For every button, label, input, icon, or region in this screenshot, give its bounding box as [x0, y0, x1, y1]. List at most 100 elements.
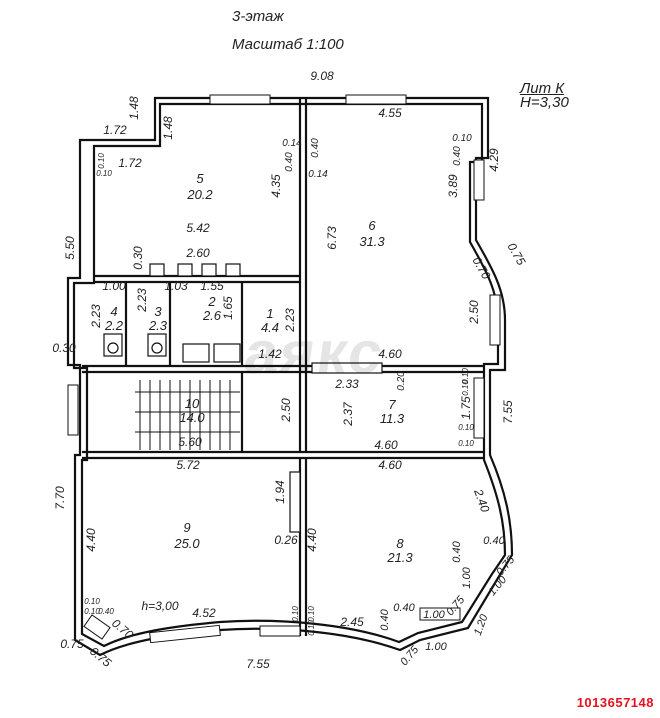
dim: 3.89: [446, 174, 460, 198]
lit-name: Лит К: [520, 80, 565, 97]
dim: 0.70: [470, 254, 494, 282]
dim: 0.75: [60, 637, 84, 651]
dim: 4.60: [374, 438, 398, 452]
dim: 4.35: [269, 174, 283, 198]
stairs: [135, 380, 240, 450]
lit-label: Лит К Н=3,30: [520, 80, 569, 110]
room-10-area: 14.0: [179, 410, 205, 425]
dim: 1.00: [423, 609, 445, 621]
dim: 0.20: [396, 371, 407, 391]
dim: 2.60: [185, 246, 210, 260]
dim: 0.10: [96, 169, 112, 178]
dim: 5.60: [178, 435, 202, 449]
room-8-number: 8: [396, 536, 404, 551]
dim: 1.00: [461, 566, 473, 588]
room-6-area: 31.3: [359, 234, 385, 249]
dim: 0.40: [98, 607, 114, 616]
dim: 0.40: [310, 138, 321, 158]
room-5-area: 20.2: [186, 187, 213, 202]
dim: 4.40: [84, 528, 98, 552]
dim: 0.26: [274, 533, 298, 547]
dim: 7.70: [53, 486, 67, 510]
dim: 4.40: [305, 528, 319, 552]
room-8-area: 21.3: [386, 550, 413, 565]
dim: 0.30: [52, 341, 76, 355]
dim: 5.50: [63, 236, 77, 260]
room-4-area: 2.2: [104, 318, 124, 333]
dim: 5.72: [176, 458, 200, 472]
room-7-number: 7: [388, 397, 396, 412]
room-4-number: 4: [110, 304, 117, 319]
dim: 5.42: [186, 221, 210, 235]
dim: 2.50: [467, 300, 481, 325]
fixtures: [103, 333, 241, 363]
dim: 2.37: [341, 401, 355, 427]
room-1-area: 4.4: [261, 320, 279, 335]
dim: 4.55: [378, 106, 402, 120]
dim: 1.94: [273, 480, 287, 504]
room-7-area: 11.3: [380, 411, 405, 426]
dim: 1.72: [103, 123, 127, 137]
dim: 2.40: [471, 486, 493, 514]
room-2-number: 2: [207, 294, 216, 309]
dim: 0.10: [307, 620, 316, 636]
dim: 0.10: [458, 423, 474, 432]
room-3-number: 3: [154, 304, 162, 319]
dim: 0.40: [451, 540, 463, 562]
dim: 9.08: [310, 69, 334, 83]
room-2-area: 2.6: [202, 308, 222, 323]
dim: 0.10: [458, 439, 474, 448]
dim: 0.40: [483, 535, 505, 547]
dim: 0.75: [87, 644, 114, 670]
dim: 0.40: [393, 602, 415, 614]
room-labels: 5 20.2 6 31.3 1 4.4 2 2.6 3 2.3 4 2.2 7 …: [104, 171, 413, 565]
shafts: [149, 263, 383, 533]
dim: 0.10: [452, 133, 472, 144]
dim: 4.60: [378, 458, 402, 472]
listing-id: 1013657148: [576, 695, 654, 710]
dim: 2.50: [279, 398, 293, 423]
windows: [67, 94, 501, 644]
dim: 6.73: [325, 226, 339, 250]
dim: 1.48: [127, 96, 141, 120]
dim: 0.40: [379, 608, 391, 630]
dim: 2.23: [283, 308, 297, 333]
dim: 0.10: [291, 606, 300, 622]
dim: 1.48: [161, 116, 175, 140]
dim: 1.65: [221, 296, 235, 320]
dim: 0.75: [444, 593, 468, 618]
dim: 0.10: [461, 368, 470, 384]
room-5-number: 5: [196, 171, 204, 186]
dim: 4.29: [487, 148, 501, 172]
scale-label: Масштаб 1:100: [232, 36, 344, 53]
dim: 2.33: [334, 377, 359, 391]
watermark: аякс: [240, 319, 389, 386]
dim: 2.23: [135, 288, 149, 313]
dim: 4.52: [192, 606, 216, 620]
room-9-area: 25.0: [173, 536, 200, 551]
dim: 0.10: [97, 153, 106, 169]
dim: 0.30: [131, 246, 145, 270]
dim: 7.55: [246, 657, 270, 671]
dim: 0.14: [308, 169, 328, 180]
room-10-number: 10: [185, 396, 200, 411]
dim: 2.45: [339, 615, 364, 629]
room-3-area: 2.3: [148, 318, 168, 333]
dim: 0.40: [284, 152, 295, 172]
dim: 0.10: [461, 380, 470, 396]
room-9-number: 9: [183, 520, 190, 535]
dim: 0.10: [307, 606, 316, 622]
dim: 0.10: [84, 597, 100, 606]
dim: h=3,00: [141, 599, 178, 613]
dim: 0.10: [84, 607, 100, 616]
dim: 7.55: [501, 400, 515, 424]
dim: 2.23: [89, 304, 103, 329]
floor-title: 3-этаж: [232, 8, 284, 25]
room-1-number: 1: [266, 306, 273, 321]
dim: 1.03: [164, 279, 188, 293]
dim: 1.42: [258, 347, 282, 361]
dim: 0.40: [452, 146, 463, 166]
dim: 0.70: [109, 616, 136, 642]
room-6-number: 6: [368, 218, 376, 233]
